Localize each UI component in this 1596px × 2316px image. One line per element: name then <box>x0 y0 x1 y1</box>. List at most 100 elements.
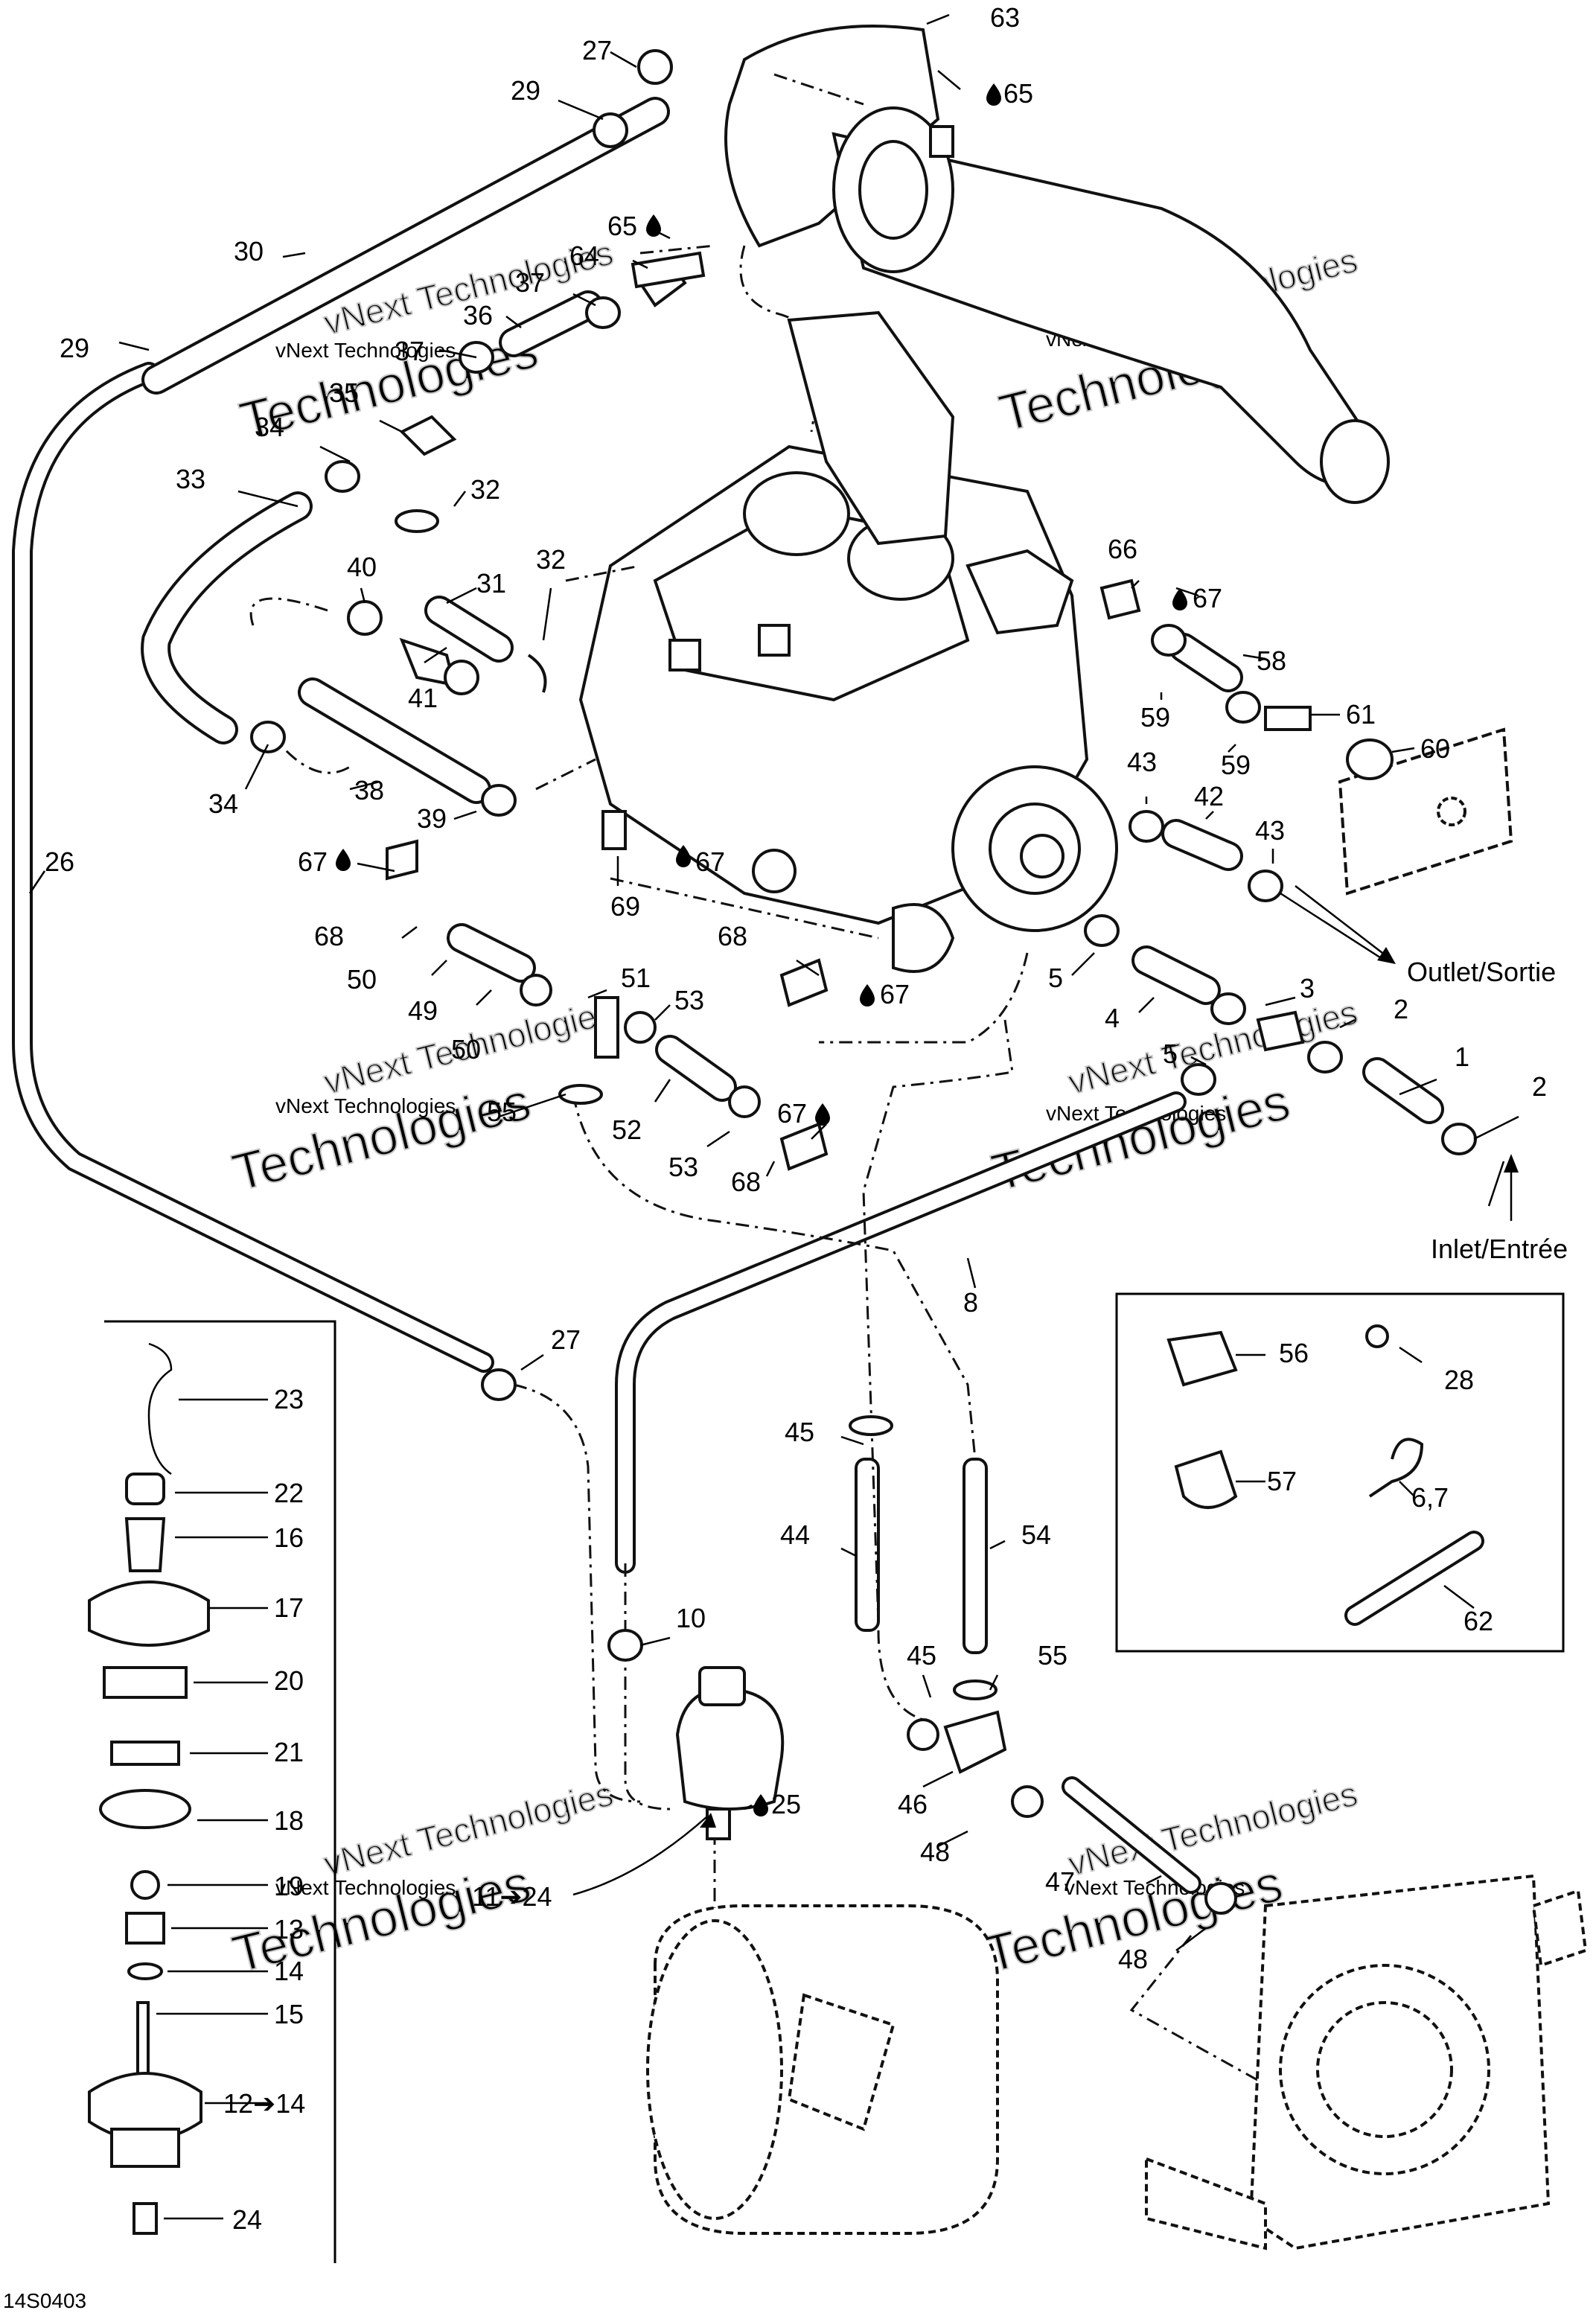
fittings <box>250 49 1477 1915</box>
callout-43: 43 <box>1255 815 1285 846</box>
pump-housing <box>1145 1874 1588 2250</box>
callout-22: 22 <box>274 1478 304 1508</box>
callout-61: 61 <box>1346 699 1376 730</box>
callout-44: 44 <box>780 1519 810 1550</box>
callout-33: 33 <box>176 464 205 494</box>
callout-54: 54 <box>1021 1519 1051 1550</box>
tank <box>646 1904 999 2235</box>
callout-53: 53 <box>674 985 704 1015</box>
hose-49 <box>447 923 536 983</box>
callout-56: 56 <box>1279 1338 1309 1368</box>
callout-41: 41 <box>408 683 438 713</box>
callout-67: 67 <box>880 979 910 1009</box>
callout-69: 69 <box>610 891 640 922</box>
callout-59: 59 <box>1221 750 1251 780</box>
callout-27: 27 <box>551 1324 581 1355</box>
callout-65: 65 <box>607 211 637 241</box>
callout-18: 18 <box>274 1805 304 1836</box>
exhaust-pipe <box>724 25 1390 504</box>
callout-48: 48 <box>1118 1944 1148 1974</box>
callout-68: 68 <box>314 921 344 951</box>
callout-37: 37 <box>395 336 424 366</box>
callout-30: 30 <box>234 236 264 267</box>
callout-58: 58 <box>1257 645 1286 676</box>
regulator-assembly <box>675 1666 785 1840</box>
callout-25: 25 <box>771 1789 801 1819</box>
hose-47 <box>1062 1776 1201 1894</box>
drop-icon <box>815 1103 830 1126</box>
callout-50: 50 <box>451 1034 481 1065</box>
callout-67: 67 <box>1193 583 1222 613</box>
inset-box <box>1115 1292 1565 1653</box>
hose-44 <box>855 1458 880 1632</box>
hose-26 <box>11 362 641 1803</box>
callout-28: 28 <box>1444 1365 1474 1395</box>
callout-29: 29 <box>60 333 89 363</box>
watermark-line: Technologies <box>227 1072 536 1202</box>
hose-8 <box>615 1091 1187 1811</box>
callout-40: 40 <box>347 552 377 582</box>
callout-3: 3 <box>1300 973 1315 1004</box>
callout-24: 24 <box>232 2204 262 2235</box>
label-inlet: Inlet/Entrée <box>1431 1234 1568 1264</box>
callout-5: 5 <box>1163 1039 1178 1069</box>
watermark-small: vNext Technologies <box>275 1876 456 1899</box>
drop-icon <box>676 845 691 867</box>
callout-67: 67 <box>695 846 725 877</box>
drawing-code: 14S0403 <box>3 2289 86 2312</box>
callout-65: 65 <box>1003 78 1033 109</box>
callout-2: 2 <box>1532 1071 1547 1102</box>
callout-23: 23 <box>274 1384 304 1414</box>
callout-42: 42 <box>1194 781 1224 811</box>
drop-icon <box>646 214 661 237</box>
hose-30 <box>141 97 670 395</box>
callout-51: 51 <box>621 963 651 993</box>
watermark-line: Technologies <box>986 1072 1295 1202</box>
callout-55: 55 <box>1038 1640 1067 1671</box>
callout-66: 66 <box>1108 534 1137 564</box>
callout-45: 45 <box>907 1640 936 1671</box>
callout-16: 16 <box>274 1522 304 1553</box>
flow-arrows <box>700 885 1519 1828</box>
callout-67: 67 <box>777 1098 807 1129</box>
hose-4 <box>1131 945 1221 1005</box>
callout-52: 52 <box>612 1114 642 1145</box>
callout-10: 10 <box>676 1603 706 1633</box>
callout-34: 34 <box>255 412 284 442</box>
clip-56 <box>1166 1330 1238 1387</box>
callout-64: 64 <box>569 240 599 271</box>
callout-6-7: 6,7 <box>1411 1482 1449 1513</box>
hose-42 <box>1161 819 1243 871</box>
drop-icon <box>336 849 351 871</box>
drop-icon <box>753 1794 768 1816</box>
callout-12-14: 12➔14 <box>223 2088 305 2119</box>
callout-50: 50 <box>347 964 377 995</box>
callout-32: 32 <box>536 544 566 575</box>
callout-60: 60 <box>1420 733 1450 764</box>
callout-13: 13 <box>274 1914 304 1945</box>
callout-20: 20 <box>274 1665 304 1696</box>
callout-39: 39 <box>417 803 447 834</box>
engine-block <box>535 310 1118 1044</box>
callout-15: 15 <box>274 1999 304 2029</box>
callout-53: 53 <box>668 1152 698 1182</box>
regulator-exploded-box <box>88 1320 336 2263</box>
watermark-small: vNext Technologies <box>275 339 456 362</box>
callout-47: 47 <box>1045 1866 1075 1897</box>
drop-icon <box>860 984 875 1007</box>
hose-58 <box>1169 633 1243 692</box>
callout-67: 67 <box>298 846 328 877</box>
hose-33 <box>141 491 313 744</box>
callout-26: 26 <box>45 846 74 877</box>
callout-46: 46 <box>898 1789 928 1819</box>
hose-52 <box>655 1035 737 1102</box>
callout-11-24: 11➔24 <box>472 1881 552 1912</box>
callout-27: 27 <box>582 35 612 66</box>
callout-63: 63 <box>990 2 1020 33</box>
callout-29: 29 <box>511 75 540 106</box>
leader-lines <box>28 13 1519 2220</box>
callout-48: 48 <box>920 1837 950 1867</box>
callout-21: 21 <box>274 1737 304 1767</box>
watermark-small: vNext Technologies <box>275 1094 456 1117</box>
callout-59: 59 <box>1140 702 1170 733</box>
